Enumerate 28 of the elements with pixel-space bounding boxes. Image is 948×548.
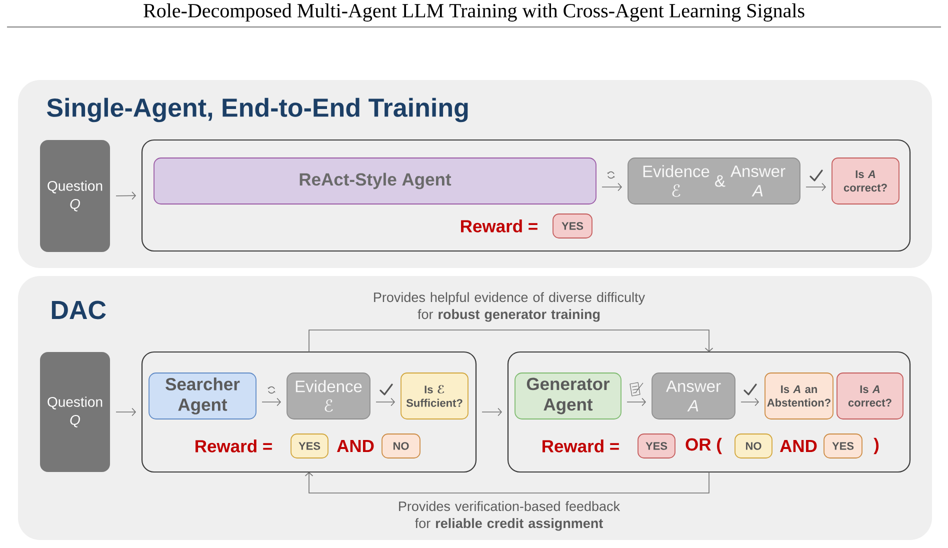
verdict-box: YES bbox=[552, 214, 592, 238]
agent-box: ReAct-Style Agent bbox=[154, 158, 596, 204]
reward-text: Reward = bbox=[461, 220, 538, 232]
operator-text: ) bbox=[874, 438, 879, 454]
agent-box: Searcher Agent bbox=[148, 372, 256, 420]
question-box: Question Q bbox=[40, 140, 110, 252]
condition-box: Is A correct? bbox=[832, 158, 900, 204]
operator-text: AND bbox=[337, 440, 374, 452]
operator-text: OR ( bbox=[686, 438, 722, 454]
edge-label: Provides helpful evidence of diverse difficulty for robust generator training bbox=[374, 292, 646, 322]
condition-box: Is ℰ Sufficient? bbox=[400, 372, 468, 420]
result-box: Answer A bbox=[652, 372, 736, 420]
verdict-box: YES bbox=[290, 434, 328, 458]
operator-text: AND bbox=[780, 440, 817, 452]
condition-box: Is A an Abstention? bbox=[764, 372, 834, 420]
verdict-box: YES bbox=[824, 434, 862, 458]
reward-text: Reward = bbox=[196, 440, 272, 452]
verdict-box: YES bbox=[638, 434, 676, 458]
agent-box: Generator Agent bbox=[514, 372, 622, 420]
question-box: Question Q bbox=[40, 352, 110, 472]
reward-text: Reward = bbox=[542, 440, 619, 452]
edge-label: Provides verification-based feedback for reliable credit assignment bbox=[399, 501, 620, 531]
condition-box: Is A correct? bbox=[836, 372, 904, 420]
verdict-box: NO bbox=[734, 434, 772, 458]
title: Role-Decomposed Multi-Agent LLM Training with Cross-Agent Learning Signals bbox=[144, 3, 804, 22]
result-box: Evidence ℰ bbox=[286, 372, 370, 420]
result-box: Evidence ℰ & Answer A bbox=[628, 158, 800, 204]
verdict-box: NO bbox=[382, 434, 420, 458]
